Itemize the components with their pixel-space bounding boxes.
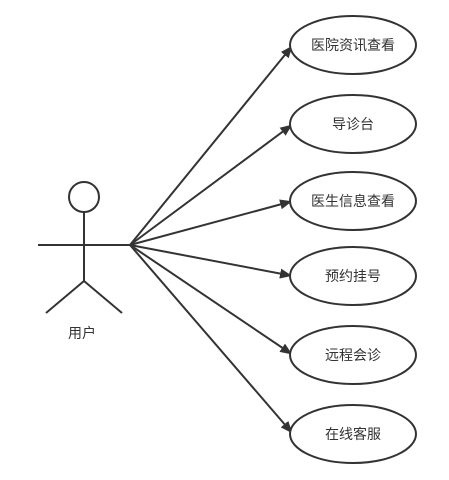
actor-head	[68, 181, 100, 213]
use-case: 在线客服	[289, 404, 417, 464]
association-arrow	[129, 45, 293, 246]
use-case-ellipse	[289, 246, 417, 306]
use-case-ellipse	[289, 404, 417, 464]
use-case-ellipse	[289, 15, 417, 75]
use-case-label: 预约挂号	[325, 269, 381, 285]
use-case-ellipse	[289, 325, 417, 385]
association-arrow	[129, 199, 293, 246]
association-arrow	[129, 244, 293, 434]
actor-right-leg	[83, 280, 123, 314]
use-case-label: 在线客服	[325, 426, 381, 443]
use-case-label: 医院资讯查看	[311, 38, 395, 54]
actor-left-leg	[45, 280, 85, 314]
use-case: 远程会诊	[289, 325, 417, 385]
use-case: 导诊台	[289, 94, 417, 154]
actor-figure: 用户	[38, 181, 130, 342]
use-case: 预约挂号	[289, 246, 417, 306]
association-arrow	[129, 244, 293, 279]
association-arrow	[129, 244, 293, 355]
use-case-label: 远程会诊	[325, 348, 381, 364]
use-case: 医生信息查看	[289, 171, 417, 231]
use-case: 医院资讯查看	[289, 15, 417, 75]
use-case-ellipse	[289, 94, 417, 154]
use-case-ellipse	[289, 171, 417, 231]
associations	[129, 45, 293, 434]
association-arrow	[129, 124, 293, 246]
use-case-label: 导诊台	[332, 117, 374, 133]
use-case-label: 医生信息查看	[311, 193, 395, 210]
actor-label: 用户	[68, 325, 96, 342]
